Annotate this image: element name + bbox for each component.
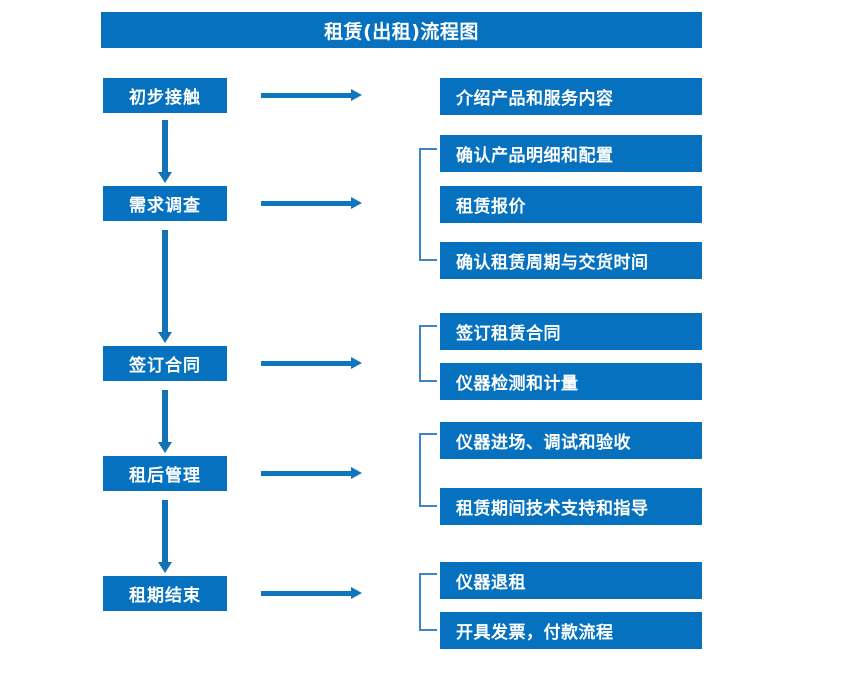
- task-box-2[interactable]: 确认产品明细和配置: [440, 135, 702, 172]
- group-bracket-1: [419, 148, 437, 261]
- task-box-3[interactable]: 租赁报价: [440, 186, 702, 223]
- task-box-8[interactable]: 租赁期间技术支持和指导: [440, 488, 702, 525]
- task-box-10[interactable]: 开具发票，付款流程: [440, 612, 702, 649]
- right-arrow-icon-2: [261, 197, 362, 209]
- task-box-1[interactable]: 介绍产品和服务内容: [440, 78, 702, 115]
- stage-box-4[interactable]: 租后管理: [103, 456, 227, 491]
- stage-box-1[interactable]: 初步接触: [103, 78, 227, 113]
- task-box-4[interactable]: 确认租赁周期与交货时间: [440, 242, 702, 279]
- group-bracket-3: [419, 433, 437, 507]
- task-box-9[interactable]: 仪器退租: [440, 562, 702, 599]
- right-arrow-icon-4: [261, 467, 362, 479]
- stage-box-5[interactable]: 租期结束: [103, 576, 227, 611]
- stage-box-2[interactable]: 需求调查: [103, 186, 227, 221]
- right-arrow-icon-3: [261, 357, 362, 369]
- group-bracket-2: [419, 325, 437, 382]
- stage-box-3[interactable]: 签订合同: [103, 346, 227, 381]
- down-arrow-icon-1: [158, 120, 172, 183]
- task-box-5[interactable]: 签订租赁合同: [440, 313, 702, 350]
- down-arrow-icon-2: [158, 230, 172, 343]
- right-arrow-icon-1: [261, 89, 362, 101]
- right-arrow-icon-5: [261, 587, 362, 599]
- task-box-7[interactable]: 仪器进场、调试和验收: [440, 422, 702, 459]
- down-arrow-icon-3: [158, 390, 172, 453]
- down-arrow-icon-4: [158, 500, 172, 573]
- page-title: 租赁(出租)流程图: [101, 12, 702, 48]
- task-box-6[interactable]: 仪器检测和计量: [440, 363, 702, 400]
- group-bracket-4: [419, 573, 437, 631]
